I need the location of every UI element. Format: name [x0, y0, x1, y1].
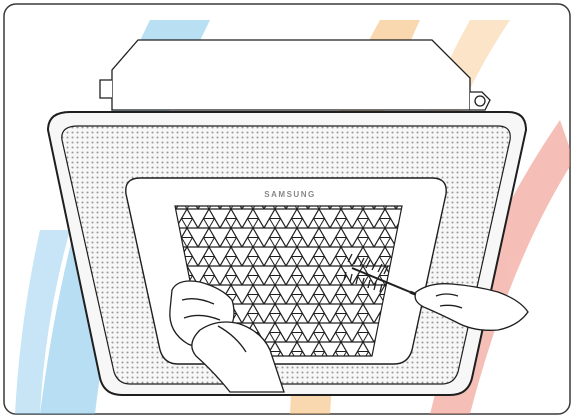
ac-unit-top [100, 40, 490, 110]
brand-label: SAMSUNG [264, 190, 315, 199]
